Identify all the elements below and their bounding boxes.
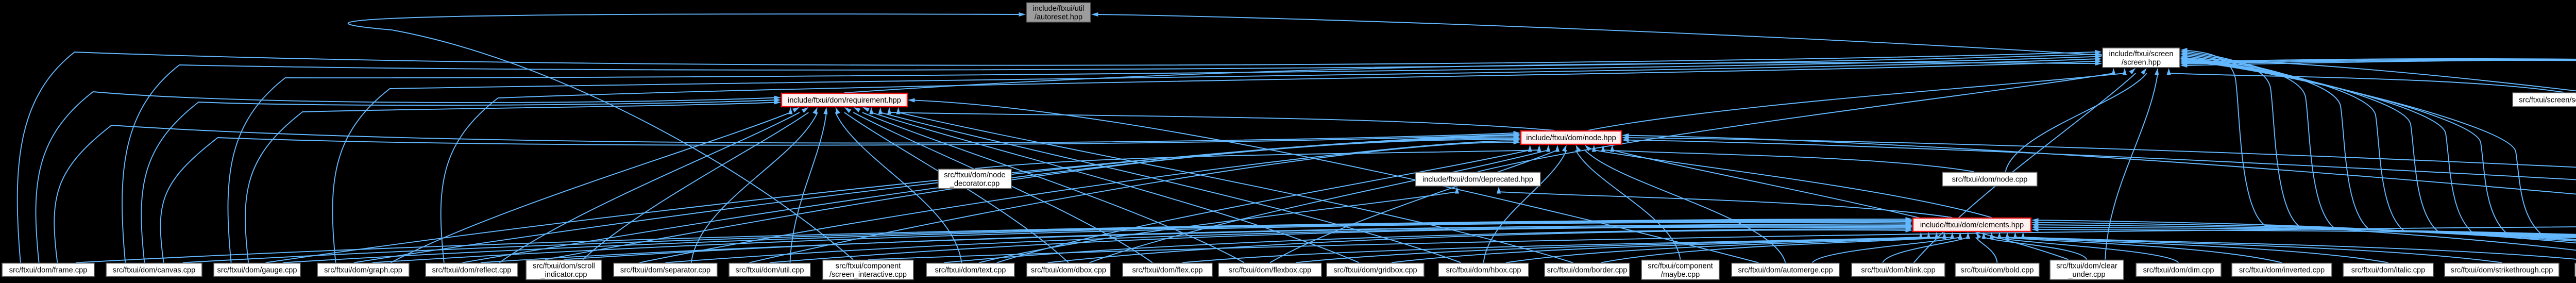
svg-text:src/ftxui/dom/dbox.cpp: src/ftxui/dom/dbox.cpp — [1031, 267, 1106, 275]
svg-text:src/ftxui/dom/scroll: src/ftxui/dom/scroll — [533, 262, 595, 270]
svg-text:include/ftxui/util: include/ftxui/util — [1033, 5, 1084, 13]
svg-text:src/ftxui/component: src/ftxui/component — [836, 262, 901, 270]
svg-text:src/ftxui/dom/border.cpp: src/ftxui/dom/border.cpp — [1547, 267, 1628, 275]
svg-text:src/ftxui/dom/inverted.cpp: src/ftxui/dom/inverted.cpp — [2239, 267, 2325, 275]
svg-text:src/ftxui/dom/flexbox.cpp: src/ftxui/dom/flexbox.cpp — [1229, 267, 1312, 275]
svg-text:src/ftxui/dom/reflect.cpp: src/ftxui/dom/reflect.cpp — [432, 267, 511, 275]
svg-text:src/ftxui/dom/util.cpp: src/ftxui/dom/util.cpp — [735, 267, 804, 275]
svg-text:src/ftxui/dom/graph.cpp: src/ftxui/dom/graph.cpp — [324, 267, 402, 275]
svg-text:include/ftxui/screen: include/ftxui/screen — [2109, 50, 2174, 58]
svg-text:src/ftxui/dom/strikethrough.cp: src/ftxui/dom/strikethrough.cpp — [2451, 267, 2553, 275]
svg-text:src/ftxui/dom/italic.cpp: src/ftxui/dom/italic.cpp — [2351, 267, 2426, 275]
svg-text:src/ftxui/dom/clear: src/ftxui/dom/clear — [2056, 262, 2117, 270]
svg-text:include/ftxui/dom/requirement.: include/ftxui/dom/requirement.hpp — [788, 96, 901, 105]
svg-text:include/ftxui/dom/node.hpp: include/ftxui/dom/node.hpp — [1526, 134, 1616, 142]
svg-text:src/ftxui/dom/hbox.cpp: src/ftxui/dom/hbox.cpp — [1446, 267, 1521, 275]
svg-text:src/ftxui/dom/frame.cpp: src/ftxui/dom/frame.cpp — [9, 267, 88, 275]
svg-text:/autoreset.hpp: /autoreset.hpp — [1035, 13, 1082, 22]
svg-text:_under.cpp: _under.cpp — [2067, 271, 2105, 279]
svg-text:_decorator.cpp: _decorator.cpp — [950, 180, 1000, 188]
svg-text:include/ftxui/dom/deprecated.h: include/ftxui/dom/deprecated.hpp — [1422, 176, 1533, 184]
svg-text:src/ftxui/dom/bold.cpp: src/ftxui/dom/bold.cpp — [1961, 267, 2034, 275]
svg-text:src/ftxui/dom/node.cpp: src/ftxui/dom/node.cpp — [1952, 176, 2028, 184]
svg-text:src/ftxui/dom/blink.cpp: src/ftxui/dom/blink.cpp — [1861, 267, 1935, 275]
svg-text:src/ftxui/screen/screen.cpp: src/ftxui/screen/screen.cpp — [2519, 96, 2576, 105]
svg-text:/screen_interactive.cpp: /screen_interactive.cpp — [829, 271, 907, 279]
svg-text:src/ftxui/dom/automerge.cpp: src/ftxui/dom/automerge.cpp — [1738, 267, 1833, 275]
svg-text:include/ftxui/dom/elements.hpp: include/ftxui/dom/elements.hpp — [1920, 221, 2024, 229]
svg-text:src/ftxui/dom/canvas.cpp: src/ftxui/dom/canvas.cpp — [113, 267, 196, 275]
svg-text:/screen.hpp: /screen.hpp — [2122, 59, 2161, 67]
svg-text:src/ftxui/dom/gauge.cpp: src/ftxui/dom/gauge.cpp — [217, 267, 297, 275]
svg-text:src/ftxui/dom/flex.cpp: src/ftxui/dom/flex.cpp — [1132, 267, 1202, 275]
svg-text:/maybe.cpp: /maybe.cpp — [1661, 271, 1700, 279]
svg-text:src/ftxui/dom/node: src/ftxui/dom/node — [944, 171, 1005, 179]
svg-text:src/ftxui/dom/dim.cpp: src/ftxui/dom/dim.cpp — [2143, 267, 2214, 275]
svg-text:_indicator.cpp: _indicator.cpp — [540, 271, 587, 279]
svg-text:src/ftxui/dom/text.cpp: src/ftxui/dom/text.cpp — [935, 267, 1006, 275]
svg-text:src/ftxui/dom/separator.cpp: src/ftxui/dom/separator.cpp — [620, 267, 710, 275]
svg-text:src/ftxui/component: src/ftxui/component — [1648, 262, 1713, 270]
svg-text:src/ftxui/dom/gridbox.cpp: src/ftxui/dom/gridbox.cpp — [1333, 267, 1417, 275]
